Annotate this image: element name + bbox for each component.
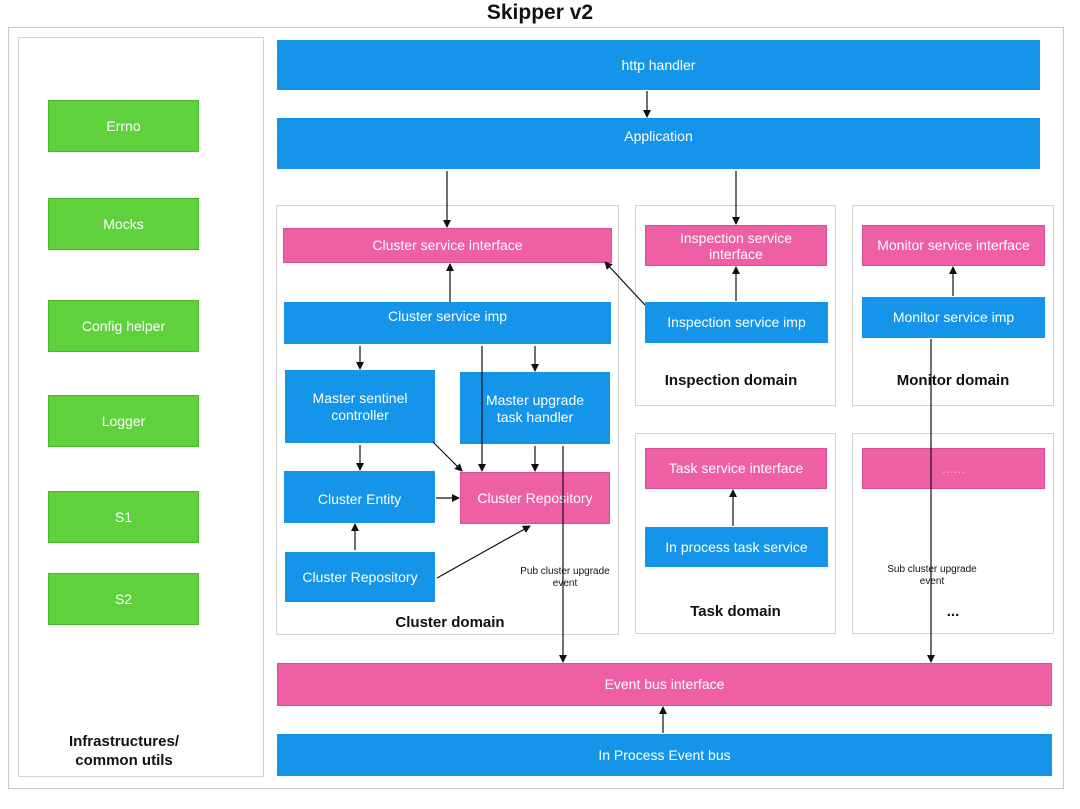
event-bus-interface-box: Event bus interface: [277, 663, 1052, 706]
inspection-interface-line1: Inspection service: [679, 229, 793, 246]
inspection-service-interface-box: Inspection service interface: [645, 225, 827, 266]
cluster-repository-interface-box: Cluster Repository: [460, 472, 610, 524]
infrastructure-panel: Errno Mocks Config helper Logger S1 S2 I…: [18, 37, 264, 777]
pub-note-line2: event: [552, 578, 578, 589]
infra-item-mocks: Mocks: [48, 198, 199, 250]
diagram-title: Skipper v2: [486, 1, 594, 24]
infra-label-line1: Infrastructures/: [68, 733, 180, 750]
other-service-box: ......: [862, 448, 1045, 489]
infra-item-logger: Logger: [48, 395, 199, 447]
task-domain-label: Task domain: [690, 603, 781, 620]
infra-item-config-helper: Config helper: [48, 300, 199, 352]
master-upgrade-line2: task handler: [496, 409, 574, 425]
application-box: Application: [277, 118, 1040, 169]
monitor-domain-label: Monitor domain: [896, 372, 1010, 389]
infra-item-s2: S2: [48, 573, 199, 625]
http-handler-box: http handler: [277, 40, 1040, 90]
sub-note-line2: event: [919, 576, 945, 587]
sub-note-line1: Sub cluster upgrade: [887, 564, 977, 575]
pub-note-line1: Pub cluster upgrade: [520, 566, 610, 577]
inspection-domain-label: Inspection domain: [664, 372, 798, 389]
master-sentinel-line2: controller: [331, 407, 389, 423]
cluster-domain-label: Cluster domain: [395, 614, 505, 631]
infra-item-errno: Errno: [48, 100, 199, 152]
cluster-entity-box: Cluster Entity: [284, 471, 435, 523]
cluster-service-interface-box: Cluster service interface: [283, 228, 612, 263]
task-service-interface-box: Task service interface: [645, 448, 827, 489]
cluster-service-imp-box: Cluster service imp: [284, 302, 611, 344]
monitor-service-imp-box: Monitor service imp: [862, 297, 1045, 338]
infra-label-line2: common utils: [75, 752, 173, 769]
master-upgrade-line1: Master upgrade: [485, 392, 585, 408]
monitor-service-interface-box: Monitor service interface: [862, 225, 1045, 266]
cluster-repository-imp-box: Cluster Repository: [285, 552, 435, 602]
infra-label: Infrastructures/ common utils: [19, 732, 229, 770]
sub-cluster-upgrade-event-note: Sub cluster upgrade event: [872, 564, 992, 588]
infra-item-s1: S1: [48, 491, 199, 543]
outer-frame: [8, 27, 1064, 789]
inspection-service-imp-box: Inspection service imp: [645, 302, 828, 343]
master-sentinel-line1: Master sentinel: [312, 390, 408, 406]
in-process-event-bus-box: In Process Event bus: [277, 734, 1052, 776]
other-domain-label: ...: [946, 603, 960, 620]
in-process-task-service-box: In process task service: [645, 527, 828, 567]
master-upgrade-task-handler-box: Master upgrade task handler: [460, 372, 610, 444]
pub-cluster-upgrade-event-note: Pub cluster upgrade event: [505, 566, 625, 590]
master-sentinel-controller-box: Master sentinel controller: [285, 370, 435, 443]
inspection-interface-line2: interface: [709, 245, 763, 262]
